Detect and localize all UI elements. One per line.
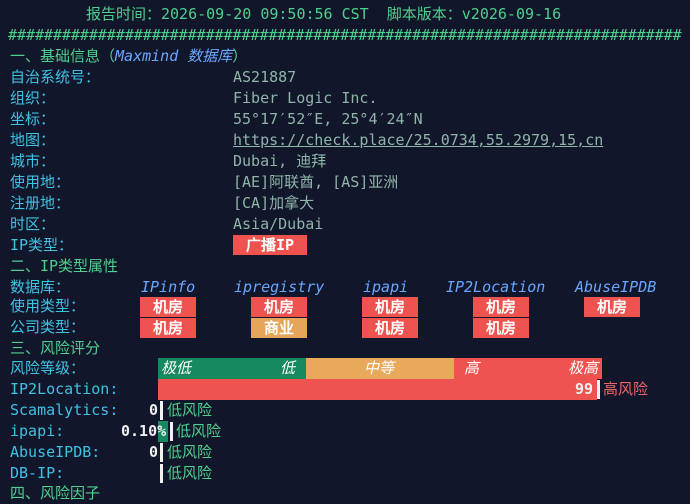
- section2-title: 二、IP类型属性: [10, 257, 119, 275]
- company-ip2location-badge: 机房: [473, 318, 529, 338]
- score-ipapi-risk: 低风险: [176, 422, 222, 440]
- db-ip2location: IP2Location: [446, 278, 546, 296]
- score-scamalytics-marker: [160, 401, 163, 420]
- ip-type-label: IP类型：: [10, 236, 74, 254]
- usage-abuseipdb-badge: 机房: [584, 297, 640, 317]
- usage-ipinfo-badge: 机房: [140, 297, 196, 317]
- score-ip2location-bar: [158, 379, 597, 400]
- db-ipapi: ipapi: [363, 278, 409, 296]
- usage-ipapi-badge: 机房: [362, 297, 418, 317]
- usage-location-label: 使用地：: [10, 173, 71, 191]
- score-abuseipdb-label: AbuseIPDB:: [10, 443, 101, 461]
- score-abuseipdb-value: 0: [149, 443, 159, 461]
- company-ipregistry-badge: 商业: [251, 318, 307, 338]
- org-label: 组织：: [10, 89, 56, 107]
- db-ipinfo: IPinfo: [141, 278, 196, 296]
- coord-label: 坐标：: [10, 110, 56, 128]
- usage-ipregistry-badge: 机房: [251, 297, 307, 317]
- registered-location-value: [CA]加拿大: [233, 194, 315, 212]
- org-value: Fiber Logic Inc.: [233, 89, 378, 107]
- score-ip2location-label: IP2Location:: [10, 380, 119, 398]
- timezone-label: 时区：: [10, 215, 56, 233]
- score-scamalytics-value: 0: [149, 401, 159, 419]
- risk-level-very-high: 极高: [568, 359, 599, 377]
- risk-level-high: 高: [464, 359, 480, 377]
- city-label: 城市：: [10, 152, 56, 170]
- risk-level-label: 风险等级：: [10, 359, 86, 377]
- asn-label: 自治系统号：: [10, 68, 101, 86]
- separator: ########################################…: [8, 26, 682, 44]
- registered-location-label: 注册地：: [10, 194, 71, 212]
- risk-level-low: 低: [280, 359, 296, 377]
- risk-level-very-low: 极低: [161, 359, 192, 377]
- score-ipapi-value: 0.10%: [121, 422, 167, 440]
- score-ipapi-marker: [170, 422, 173, 441]
- risk-bar-low: [158, 358, 306, 379]
- score-ip2location-marker: [597, 380, 600, 399]
- db-ipregistry: ipregistry: [234, 278, 325, 296]
- usage-location-value: [AE]阿联酋, [AS]亚洲: [233, 173, 399, 191]
- score-dbip-label: DB-IP:: [10, 464, 65, 482]
- report-time: 报告时间：2026-09-20 09:50:56 CST 脚本版本：v2026-…: [86, 5, 562, 23]
- section3-title: 三、风险评分: [10, 339, 101, 357]
- db-abuseipdb: AbuseIPDB: [575, 278, 657, 296]
- usage-type-label: 使用类型：: [10, 297, 86, 315]
- score-dbip-marker: [160, 464, 163, 483]
- asn-value: AS21887: [233, 68, 297, 86]
- score-ipapi-bar: [158, 421, 168, 442]
- section1-db-name: Maxmind 数据库: [115, 47, 233, 65]
- section4-title: 四、风险因子: [10, 484, 101, 502]
- company-ipinfo-badge: 机房: [140, 318, 196, 338]
- company-type-label: 公司类型：: [10, 318, 86, 336]
- score-scamalytics-label: Scamalytics:: [10, 401, 119, 419]
- score-scamalytics-risk: 低风险: [167, 401, 213, 419]
- risk-bar-high: [454, 358, 602, 379]
- map-link[interactable]: https://check.place/25.0734,55.2979,15,c…: [233, 131, 604, 149]
- company-ipapi-badge: 机房: [362, 318, 418, 338]
- timezone-value: Asia/Dubai: [233, 215, 324, 233]
- ip-type-badge: 广播IP: [233, 235, 307, 255]
- score-ip2location-value: 99: [575, 380, 594, 398]
- score-abuseipdb-risk: 低风险: [167, 443, 213, 461]
- db-label: 数据库：: [10, 278, 71, 296]
- usage-ip2location-badge: 机房: [473, 297, 529, 317]
- risk-bar-medium: [306, 358, 454, 379]
- section1-title: 一、基础信息（Maxmind 数据库）: [10, 46, 247, 67]
- risk-level-medium: 中等: [364, 359, 395, 377]
- score-dbip-risk: 低风险: [167, 464, 213, 482]
- coord-value: 55°17′52″E, 25°4′24″N: [233, 110, 423, 128]
- score-ip2location-risk: 高风险: [603, 380, 649, 398]
- city-value: Dubai, 迪拜: [233, 152, 327, 170]
- score-ipapi-label: ipapi:: [10, 422, 65, 440]
- score-abuseipdb-marker: [160, 443, 163, 462]
- section1-title-text: 一、基础信息（: [10, 47, 116, 65]
- section1-title-close: ）: [232, 47, 248, 65]
- map-label: 地图：: [10, 131, 56, 149]
